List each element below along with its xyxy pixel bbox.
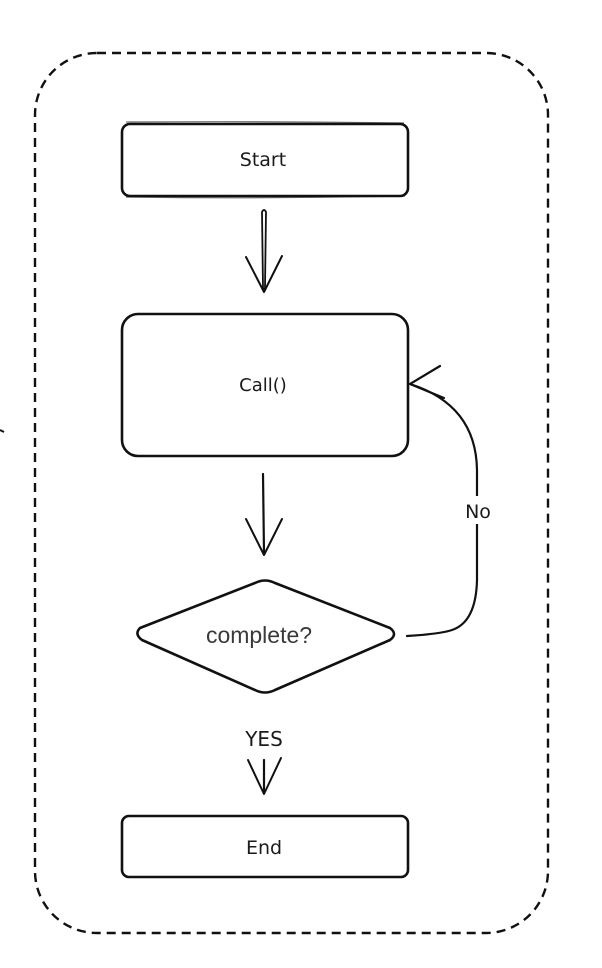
left-edge-mark: [0, 429, 5, 433]
dashed-container-frame: [33, 51, 550, 935]
node-start[interactable]: Start: [120, 121, 410, 199]
edge-start-to-call: [245, 209, 283, 293]
edge-label-yes: YES: [244, 727, 283, 751]
edge-decision-to-end-yes: YES: [244, 727, 283, 795]
node-end-label: End: [246, 837, 282, 859]
node-end[interactable]: End: [120, 814, 410, 879]
node-call[interactable]: Call(): [120, 312, 410, 458]
edge-decision-to-call-no: No: [405, 364, 496, 638]
node-decision-label: complete?: [206, 622, 312, 648]
node-decision[interactable]: complete?: [136, 579, 396, 694]
node-call-label: Call(): [239, 375, 287, 396]
edge-call-to-decision: [245, 472, 283, 556]
node-start-label: Start: [240, 149, 286, 171]
edge-label-no: No: [465, 501, 491, 523]
